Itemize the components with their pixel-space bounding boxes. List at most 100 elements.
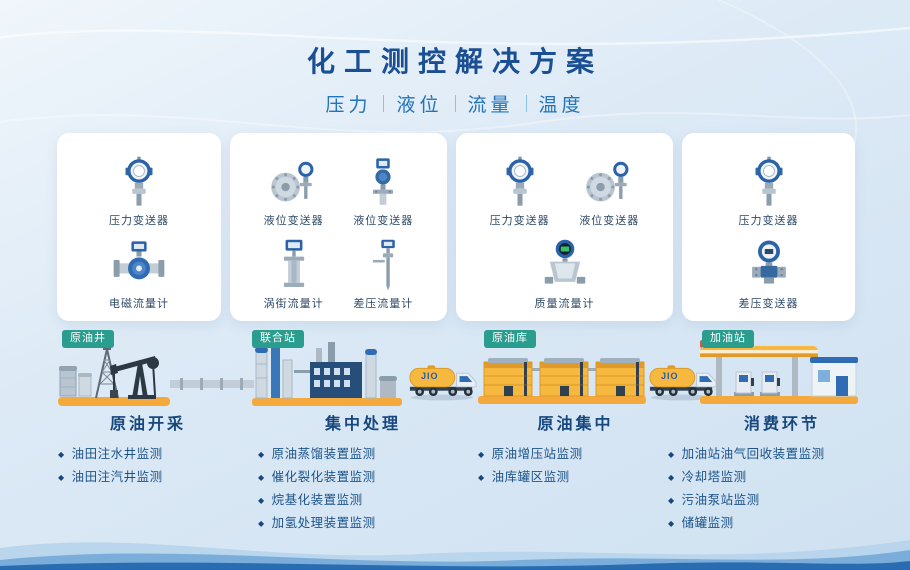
- instrument-label: 压力变送器: [489, 215, 550, 227]
- tanker-truck-2: JIO: [648, 358, 718, 402]
- page-title: 化工测控解决方案: [306, 46, 603, 77]
- monitoring-item: ◆ 原油增压站监测: [478, 443, 673, 466]
- monitoring-item: ◆ 加油站油气回收装置监测: [668, 443, 896, 466]
- instrument-cell: 压力变送器: [490, 155, 550, 228]
- instrument-label: 压力变送器: [738, 215, 799, 227]
- level-transmitter-flange-icon: [354, 155, 412, 209]
- gas-station-illustration: [700, 340, 858, 404]
- card-row: 液位变送器 液位变送器: [234, 145, 443, 228]
- monitoring-item: ◆ 烷基化装置监测: [258, 489, 468, 512]
- stage-tag-oil-depot: 原油库: [484, 330, 536, 348]
- instrument-cards: 压力变送器 电磁流量计 液位变送器 液位变送器: [57, 133, 855, 321]
- instrument-cell: 差压流量计: [353, 238, 413, 311]
- monitoring-item: ◆ 加氢处理装置监测: [258, 512, 468, 535]
- pipeline-illustration: [170, 378, 254, 390]
- stage-title: 集中处理: [324, 416, 401, 433]
- monitoring-item-text: 污油泵站监测: [681, 493, 760, 507]
- pressure-transmitter-icon: [110, 155, 168, 209]
- subtitle-divider: [525, 95, 527, 112]
- pressure-transmitter-icon: [740, 155, 798, 209]
- instrument-card-4: 压力变送器 差压变送器: [682, 133, 855, 321]
- stage-column-processing: 集中处理 ◆ 原油蒸馏装置监测 ◆ 催化裂化装置监测 ◆ 烷基化装置监测 ◆ 加…: [258, 410, 468, 535]
- monitoring-item-text: 加油站油气回收装置监测: [681, 447, 825, 461]
- instrument-cell: 涡街流量计: [264, 238, 324, 311]
- instrument-cell: 液位变送器: [579, 155, 639, 228]
- card-row: 压力变送器: [686, 145, 851, 228]
- card-row: 压力变送器: [61, 145, 217, 228]
- stage-column-consumption: 消费环节 ◆ 加油站油气回收装置监测 ◆ 冷却塔监测 ◆ 污油泵站监测 ◆ 储罐…: [668, 410, 896, 535]
- stage-title: 原油开采: [109, 416, 186, 433]
- instrument-label: 质量流量计: [534, 298, 595, 310]
- subtitle-pressure: 压力: [325, 95, 372, 116]
- instrument-cell: 差压变送器: [739, 238, 799, 311]
- instrument-card-3: 压力变送器 液位变送器 质量流量计: [456, 133, 673, 321]
- subtitle-flow: 流量: [467, 95, 514, 116]
- diamond-bullet-icon: ◆: [668, 450, 675, 459]
- monitoring-item-text: 油田注水井监测: [71, 447, 163, 461]
- monitoring-item: ◆ 油库罐区监测: [478, 466, 673, 489]
- monitoring-item: ◆ 油田注水井监测: [58, 443, 238, 466]
- instrument-card-2: 液位变送器 液位变送器 涡街流量计 差压流量计: [230, 133, 447, 321]
- diamond-bullet-icon: ◆: [258, 473, 265, 482]
- stage-title: 原油集中: [537, 416, 614, 433]
- monitoring-item: ◆ 油田注汽井监测: [58, 466, 238, 489]
- monitoring-item: ◆ 催化裂化装置监测: [258, 466, 468, 489]
- instrument-label: 涡街流量计: [263, 298, 324, 310]
- level-transmitter-icon: [580, 155, 638, 209]
- monitoring-item: ◆ 原油蒸馏装置监测: [258, 443, 468, 466]
- diamond-bullet-icon: ◆: [478, 450, 485, 459]
- monitoring-item: ◆ 储罐监测: [668, 512, 896, 535]
- monitoring-item-text: 原油增压站监测: [491, 447, 583, 461]
- instrument-cell: 压力变送器: [739, 155, 799, 228]
- monitoring-item-text: 油库罐区监测: [491, 470, 570, 484]
- truck-brand-label: JIO: [661, 371, 679, 381]
- vortex-flowmeter-icon: [265, 238, 323, 292]
- monitoring-item-text: 冷却塔监测: [681, 470, 747, 484]
- oil-well-illustration: [58, 344, 170, 406]
- tanker-truck-1: JIO: [408, 358, 478, 402]
- monitoring-item-text: 催化裂化装置监测: [271, 470, 376, 484]
- refinery-illustration: [252, 339, 402, 406]
- diamond-bullet-icon: ◆: [668, 473, 675, 482]
- differential-pressure-transmitter-icon: [740, 238, 798, 292]
- stage-tag-gas-station: 加油站: [702, 330, 754, 348]
- monitoring-item-text: 加氢处理装置监测: [271, 516, 376, 530]
- monitoring-item-text: 储罐监测: [681, 516, 734, 530]
- instrument-cell: 质量流量计: [535, 238, 595, 311]
- subtitle: 压力 液位 流量 温度: [0, 90, 910, 117]
- monitoring-item-text: 油田注汽井监测: [71, 470, 163, 484]
- stage-title: 消费环节: [743, 416, 820, 433]
- instrument-cell: 电磁流量计: [109, 238, 169, 311]
- diamond-bullet-icon: ◆: [258, 450, 265, 459]
- truck-brand-label: JIO: [421, 371, 439, 381]
- diamond-bullet-icon: ◆: [668, 496, 675, 505]
- stage-tag-united-station: 联合站: [252, 330, 304, 348]
- subtitle-level: 液位: [396, 95, 443, 116]
- monitoring-item: ◆ 冷却塔监测: [668, 466, 896, 489]
- diamond-bullet-icon: ◆: [478, 473, 485, 482]
- process-flow: 原油井 联合站 原油库 加油站: [0, 328, 910, 412]
- instrument-label: 差压流量计: [353, 298, 414, 310]
- instrument-cell: 液位变送器: [353, 155, 413, 228]
- stage-column-extraction: 原油开采 ◆ 油田注水井监测 ◆ 油田注汽井监测: [58, 410, 238, 489]
- instrument-label: 电磁流量计: [109, 298, 169, 310]
- tank-farm-illustration: [478, 358, 646, 404]
- diamond-bullet-icon: ◆: [58, 473, 65, 482]
- card-row: 质量流量计: [460, 228, 669, 311]
- stage-tag-oil-well: 原油井: [62, 330, 114, 348]
- instrument-cell: 液位变送器: [264, 155, 324, 228]
- electromagnetic-flowmeter-icon: [110, 238, 168, 292]
- mass-flowmeter-icon: [536, 238, 594, 292]
- monitoring-item-text: 烷基化装置监测: [271, 493, 363, 507]
- tanker-truck-icon: [408, 358, 478, 402]
- card-row: 涡街流量计 差压流量计: [234, 228, 443, 311]
- pressure-transmitter-icon: [491, 155, 549, 209]
- instrument-label: 液位变送器: [263, 215, 324, 227]
- level-transmitter-icon: [265, 155, 323, 209]
- card-row: 差压变送器: [686, 228, 851, 311]
- monitoring-item-text: 原油蒸馏装置监测: [271, 447, 376, 461]
- instrument-label: 差压变送器: [738, 298, 799, 310]
- instrument-label: 液位变送器: [579, 215, 640, 227]
- diamond-bullet-icon: ◆: [258, 496, 265, 505]
